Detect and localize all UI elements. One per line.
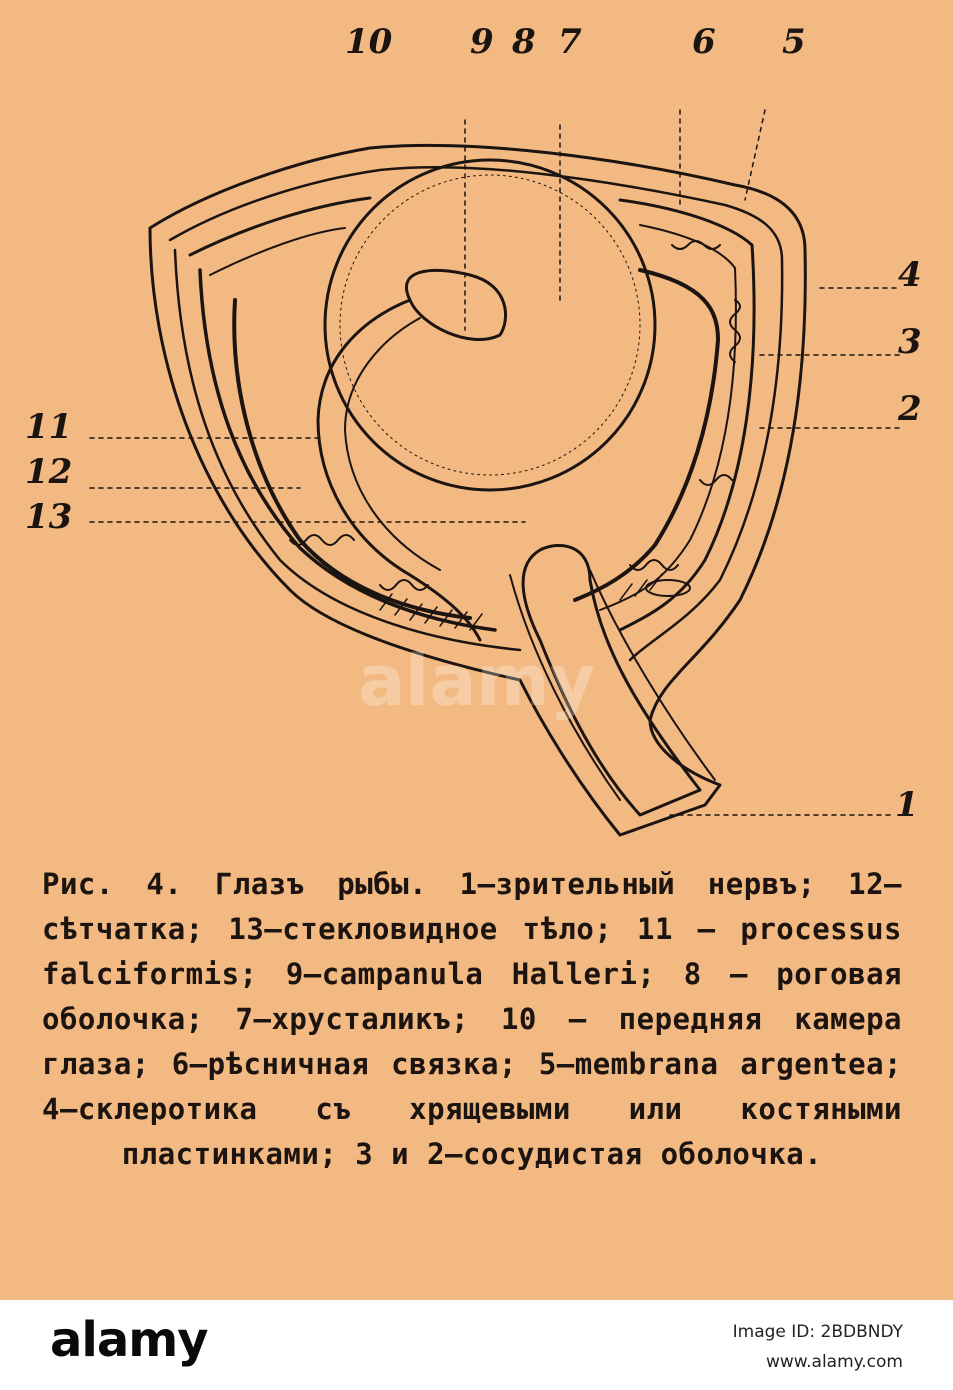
figure-caption: Рис. 4. Глазъ рыбы. 1—зрительный нервъ; … — [42, 867, 902, 1171]
label-12: 12 — [25, 452, 73, 492]
footer-bar: alamy Image ID: 2BDBNDY www.alamy.com — [0, 1300, 953, 1390]
processus-falciformis — [316, 298, 482, 642]
choroid-wavy-right — [629, 240, 741, 571]
optic-nerve — [521, 543, 702, 817]
label-5: 5 — [782, 22, 806, 62]
label-13: 13 — [25, 497, 73, 537]
label-1: 1 — [895, 785, 919, 825]
sclera-inner-layer — [168, 165, 784, 662]
sclera-hatching — [379, 573, 663, 631]
left-choroid-wall — [198, 268, 497, 632]
label-11: 11 — [25, 407, 73, 447]
footer-url: www.alamy.com — [765, 1352, 903, 1372]
label-6: 6 — [692, 22, 716, 62]
label-8-top: 8 — [512, 22, 536, 62]
pointer-lines — [89, 109, 901, 816]
choroid-outer-layer — [188, 196, 756, 632]
processus-falciformis-inner — [344, 317, 441, 571]
fish-eye-diagram — [89, 109, 901, 837]
choroid-wavy-left — [289, 534, 429, 591]
footer-image-id: Image ID: 2BDBNDY — [732, 1322, 903, 1342]
label-3: 3 — [898, 322, 922, 362]
label-4: 4 — [898, 255, 922, 295]
optic-nerve-sheath — [509, 569, 716, 801]
label-2: 2 — [898, 389, 922, 429]
sclera-outer-outline — [148, 143, 807, 837]
campanula-halleri — [405, 268, 507, 341]
cartilage-plate — [645, 579, 691, 597]
lens — [323, 158, 657, 492]
label-10: 10 — [345, 22, 393, 62]
lens-inner-ring — [339, 174, 641, 476]
label-9: 9 — [470, 22, 494, 62]
label-7: 7 — [558, 22, 582, 62]
left-sclera-wall — [173, 248, 522, 652]
footer-logo: alamy — [50, 1312, 209, 1368]
retina-layer — [232, 268, 720, 620]
choroid-inner-layer — [209, 224, 737, 611]
